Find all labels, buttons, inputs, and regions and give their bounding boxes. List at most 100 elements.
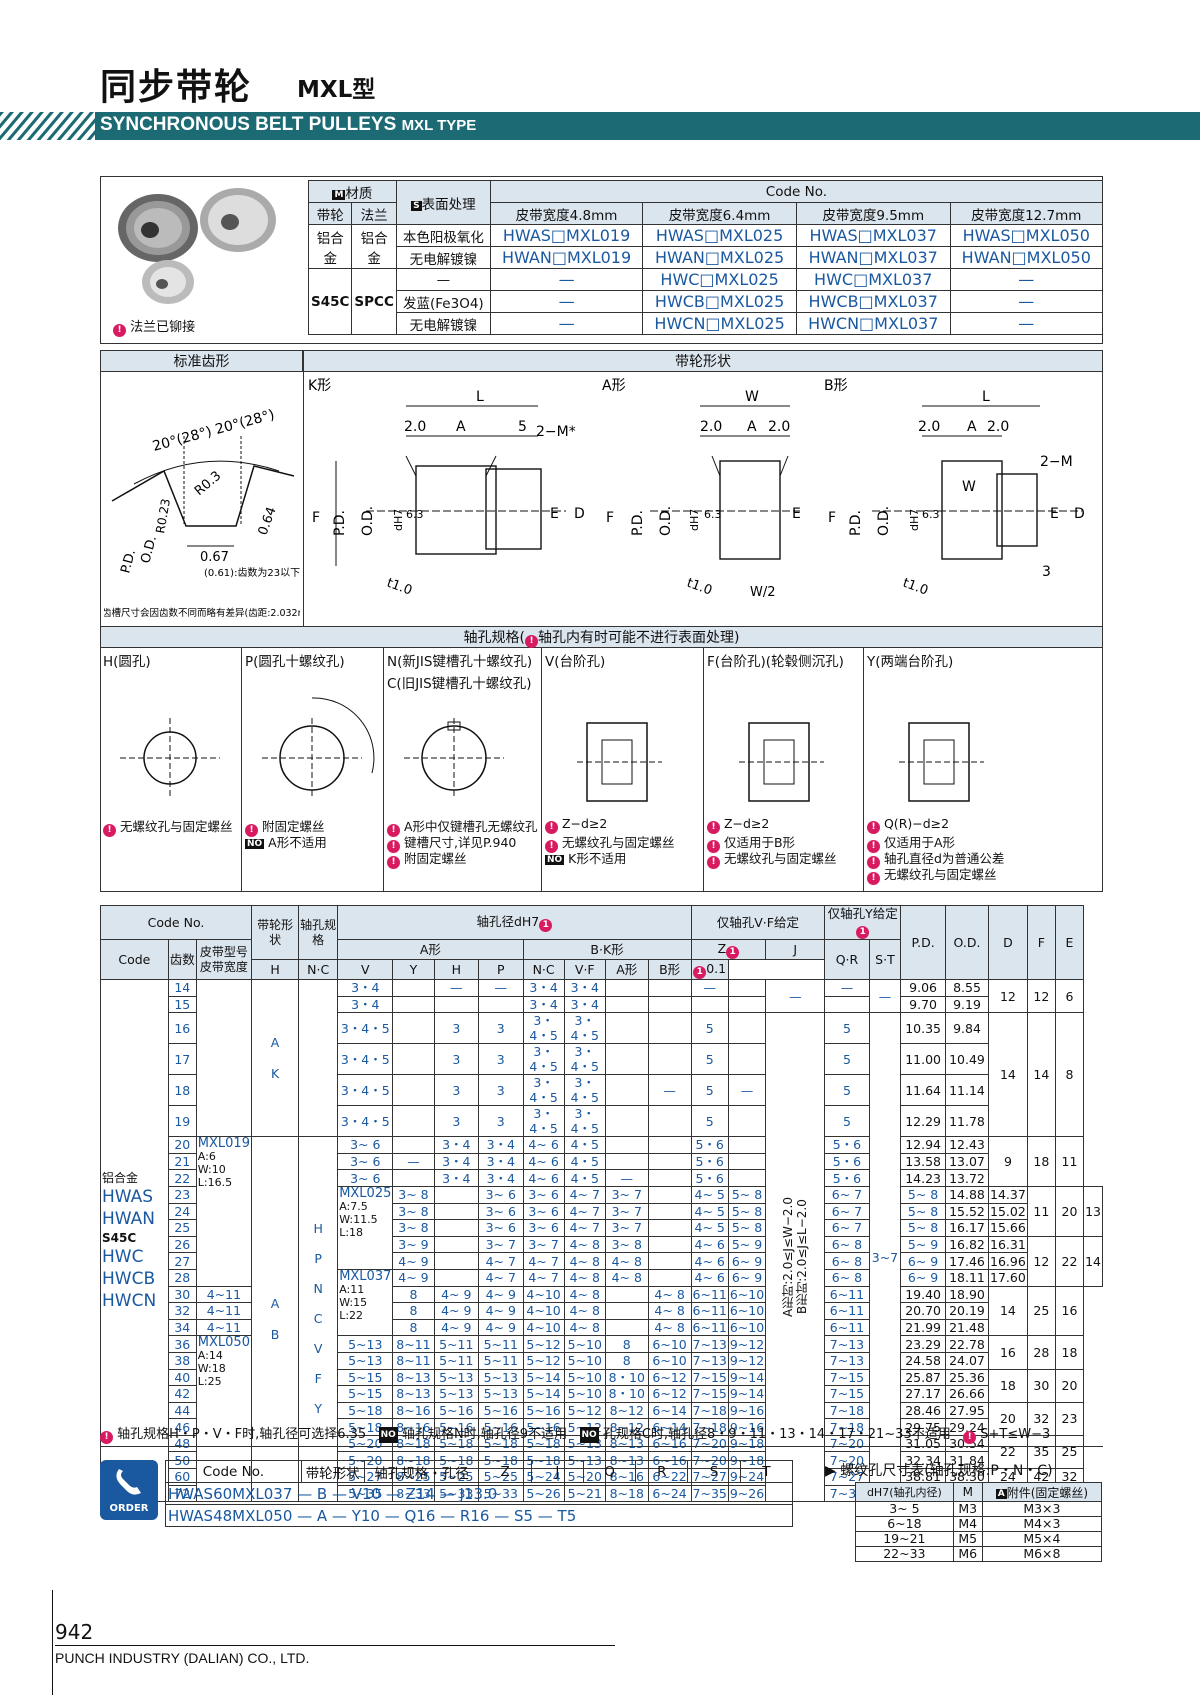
h-bk: B·K形 [522, 939, 692, 960]
pd-cell: 11.64 [900, 1074, 946, 1107]
h-bk-H: H [433, 959, 480, 980]
teeth-cell: 28 [167, 1268, 197, 1287]
screw-title-text: 螺纹孔尺寸表(轴孔规格:P・N・C) [840, 1463, 1053, 1479]
b-F: F [828, 510, 836, 526]
value-cell: 3 [478, 1074, 524, 1107]
order-head: T [739, 1460, 794, 1483]
flange-header: 法兰 [351, 202, 397, 225]
note-icon: ! [707, 821, 720, 834]
value-cell [727, 1169, 767, 1187]
tooth-pd: P.D. [118, 548, 139, 575]
value-cell: 5・6 [690, 1136, 729, 1154]
value-cell: 3~ 6 [337, 1152, 394, 1171]
hole-note-text: 仅适用于A形 [880, 835, 956, 850]
value-cell: 5~11 [433, 1351, 480, 1370]
value-cell: 5~16 [433, 1401, 480, 1420]
order-icon [116, 1469, 141, 1495]
surface-2: — [395, 268, 491, 291]
surface-3: 发蓝(Fe3O4) [395, 290, 491, 313]
value-cell: 8~16 [392, 1401, 435, 1420]
h-a: A形 [337, 939, 524, 960]
tooth-foot: 齿槽尺寸会因齿数不同而略有差异(齿距:2.032mm) [104, 607, 300, 619]
teeth-cell: 27 [167, 1252, 197, 1270]
spec-item: F [314, 1371, 322, 1387]
hole-note-text: 无螺纹孔与固定螺丝 [558, 835, 675, 850]
value-cell: 3・4・5 [563, 1012, 606, 1045]
value-cell: 4~ 9 [478, 1318, 524, 1337]
value-cell [647, 1252, 692, 1270]
footnote-2: 轴孔规格N时,轴孔径9不适用 [401, 1427, 568, 1442]
value-cell: 5 [690, 1012, 729, 1045]
h-st: S·T [868, 939, 902, 980]
company-name: PUNCH INDUSTRY (DALIAN) CO., LTD. [55, 1650, 310, 1666]
dfe-D: 12 [1026, 1235, 1056, 1287]
hole-note-text: 仅适用于B形 [720, 835, 796, 850]
tooth-angle: 20°(28°) 20°(28°) [151, 407, 276, 455]
hole-title: N(新JIS键槽孔十螺纹孔) [387, 654, 533, 670]
value-cell: 5~15 [337, 1368, 394, 1387]
dfe-E: 6 [1054, 978, 1085, 1014]
pd-cell: 12.29 [900, 1105, 946, 1138]
value-cell: 7~18 [690, 1401, 729, 1420]
value-cell: 3・4 [478, 1169, 524, 1187]
value-cell: 4~ 7 [478, 1268, 524, 1287]
value-cell [647, 1235, 692, 1254]
value-cell: 5~10 [563, 1335, 606, 1353]
value-cell: 4・5 [563, 1152, 606, 1171]
value-cell: 6~ 7 [824, 1219, 870, 1237]
b-t1: t1.0 [901, 576, 930, 599]
a-OD: O.D. [658, 506, 674, 536]
value-cell: — [433, 979, 480, 997]
teeth-cell: 18 [167, 1074, 197, 1107]
value-cell: 8 [392, 1285, 435, 1304]
dfe-F: 28 [1026, 1335, 1056, 1370]
belt-line: MXL050 [197, 1335, 250, 1351]
b-20a: 2.0 [918, 419, 940, 435]
value-cell [433, 1268, 480, 1287]
dfe-F: 22 [1054, 1235, 1085, 1287]
value-cell: 4~10 [522, 1302, 565, 1320]
value-cell: 3~ 8 [392, 1219, 435, 1237]
value-cell [392, 1136, 435, 1154]
od-cell: 13.07 [944, 1152, 990, 1171]
dfe-F: 18 [1026, 1136, 1056, 1187]
pd-cell: 23.29 [900, 1335, 946, 1353]
value-cell [727, 1012, 767, 1045]
value-cell: 5~14 [522, 1368, 565, 1387]
note-icon: ! [707, 840, 720, 853]
belt-line: L:18 [339, 1225, 364, 1239]
value-cell [647, 1169, 692, 1187]
value-cell: 5~13 [337, 1351, 394, 1370]
pd-cell: 17.46 [944, 1252, 990, 1270]
spec-item: H [313, 1221, 323, 1237]
code-cell: — [949, 312, 1104, 335]
od-cell: 9.19 [944, 995, 990, 1014]
hole-title: F(台阶孔)(轮毂侧沉孔) [707, 654, 844, 670]
od-cell: 27.95 [944, 1401, 990, 1420]
qr-cell: 5~ 8 [900, 1185, 946, 1204]
value-cell: 4~ 8 [563, 1318, 606, 1337]
tooth-064: 0.64 [256, 505, 280, 537]
teeth-cell: 19 [167, 1105, 197, 1138]
hole-title: V(台阶孔) [545, 654, 606, 670]
teeth-cell: 16 [167, 1012, 197, 1045]
h-bk-VF: V·F [563, 959, 606, 980]
k-PD: P.D. [332, 510, 348, 536]
hole-drawing [404, 718, 504, 798]
value-cell: 4~ 7 [563, 1185, 606, 1204]
value-cell: 3~ 6 [522, 1202, 565, 1221]
page-subtitle: MXL型 [297, 77, 376, 103]
code-cell: HWAS□MXL050 [949, 224, 1104, 247]
value-cell [647, 1268, 692, 1287]
code-cell: HWAN□MXL050 [949, 246, 1104, 269]
value-cell: 3 [478, 1105, 524, 1138]
tooth-diagram: 20°(28°) 20°(28°) R0.3 R0.23 0.64 0.67 (… [104, 407, 300, 619]
pd-cell: 32.34 [900, 1451, 946, 1470]
order-head: Q [582, 1460, 637, 1483]
value-cell: 4・5 [563, 1169, 606, 1187]
